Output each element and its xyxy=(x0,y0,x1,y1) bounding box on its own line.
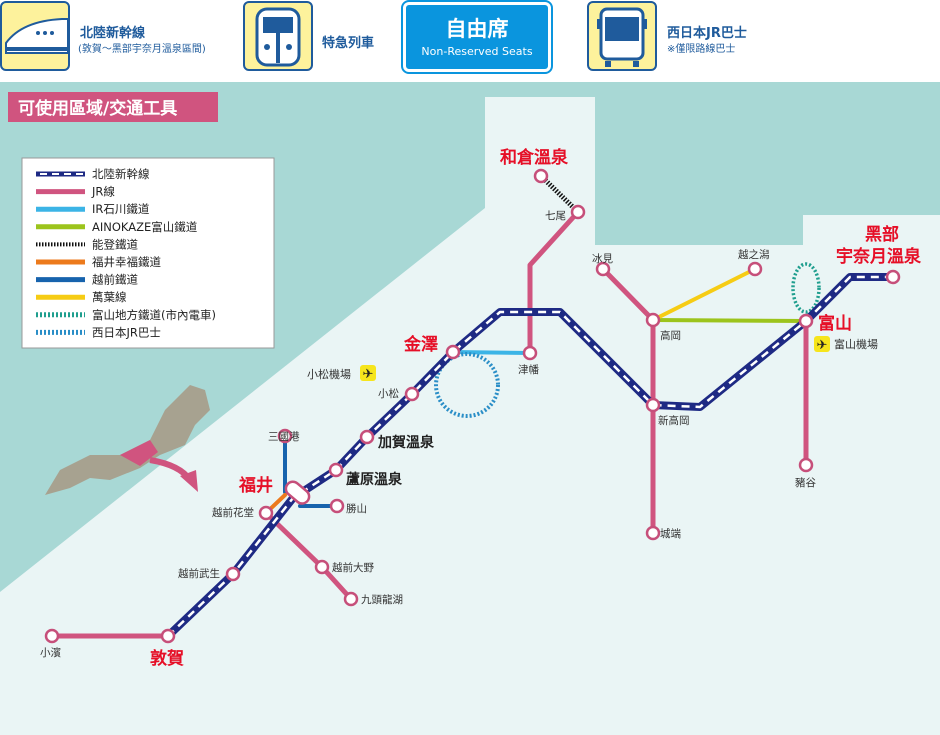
legend-label: 北陸新幹線 xyxy=(92,167,150,181)
bus-icon xyxy=(587,1,657,71)
map-title-bg xyxy=(8,92,218,122)
station-obama[interactable] xyxy=(44,628,60,644)
legend-label: JR線 xyxy=(91,185,115,199)
label-tsubata: 津幡 xyxy=(518,363,539,376)
station-koshinokata[interactable] xyxy=(747,261,763,277)
legend-label: 能登鐵道 xyxy=(92,237,138,251)
label-komatsu: 小松 xyxy=(378,387,399,400)
toyama-tram-loop xyxy=(791,262,821,314)
airplane-icon: ✈ xyxy=(817,338,828,353)
label-tsuruga: 敦賀 xyxy=(150,648,184,669)
limited-express-label: 特急列車 xyxy=(322,36,375,51)
station-tsubata[interactable] xyxy=(522,345,538,361)
legend-label: 富山地方鐵道(市內電車) xyxy=(92,308,216,322)
label-mikuni: 三國港 xyxy=(268,431,300,443)
station-johana[interactable] xyxy=(645,525,661,541)
label-koshinokata: 越之潟 xyxy=(738,248,770,261)
label-hanando: 越前花堂 xyxy=(212,506,254,519)
legend-label: AINOKAZE富山鐵道 xyxy=(92,220,198,234)
bus-note: ※僅限路線巴士 xyxy=(667,44,736,55)
station-katsuyama[interactable] xyxy=(329,498,345,514)
station-toyama[interactable] xyxy=(798,313,814,329)
shinkansen-line-dashes xyxy=(167,275,893,637)
ainokaze-line xyxy=(651,318,808,323)
station-himi[interactable] xyxy=(595,261,611,277)
jr-nanao-line xyxy=(527,209,581,356)
shinkansen-note: (敦賀～黑部宇奈月溫泉區間) xyxy=(78,44,206,55)
toyama-airport-icon xyxy=(814,336,830,352)
label-takaoka: 高岡 xyxy=(660,329,681,342)
label-komatsu-airport: 小松機場 xyxy=(307,367,351,381)
jr-bus-route xyxy=(434,352,500,418)
station-shintakaoka[interactable] xyxy=(645,397,661,413)
station-kaga[interactable] xyxy=(359,429,375,445)
legend-label: 越前鐵道 xyxy=(92,273,138,287)
station-komatsu[interactable] xyxy=(404,386,420,402)
legend-label: 福井幸福鐵道 xyxy=(92,255,161,269)
station-mikuni[interactable] xyxy=(277,428,293,444)
station-awara[interactable] xyxy=(328,462,344,478)
limited-express-icon xyxy=(243,1,313,71)
map-title: 可使用區域/交通工具 xyxy=(18,98,177,119)
japan-inset xyxy=(45,385,210,495)
shinkansen-icon xyxy=(0,1,70,71)
ir-ishikawa-line xyxy=(451,350,532,355)
header: 北陸新幹線 (敦賀～黑部宇奈月溫泉區間) 特急列車 自由席 Non-Reserv… xyxy=(0,0,940,82)
label-shintakaoka: 新高岡 xyxy=(658,414,690,427)
shinkansen-label: 北陸新幹線 xyxy=(80,26,146,41)
legend-label: IR石川鐵道 xyxy=(92,202,150,216)
legend-label: 西日本JR巴士 xyxy=(92,325,161,339)
station-kuzuryu[interactable] xyxy=(343,591,359,607)
airplane-icon: ✈ xyxy=(363,367,374,382)
label-kurobe-1: 黑部 xyxy=(865,224,899,245)
label-awara: 蘆原溫泉 xyxy=(346,471,403,488)
label-takefu: 越前武生 xyxy=(178,567,220,580)
label-kaga: 加賀溫泉 xyxy=(377,434,435,451)
label-fukui: 福井 xyxy=(238,475,273,496)
hokuriku-highlight xyxy=(120,440,158,466)
label-inotani: 豬谷 xyxy=(795,476,816,489)
manyo-line xyxy=(651,267,757,322)
label-himi: 冰見 xyxy=(592,252,613,265)
label-toyama: 富山 xyxy=(818,313,852,334)
station-hanando[interactable] xyxy=(258,505,274,521)
label-nanao: 七尾 xyxy=(545,210,566,222)
station-takaoka[interactable] xyxy=(645,312,661,328)
label-kanazawa: 金澤 xyxy=(403,334,438,355)
label-obama: 小濱 xyxy=(40,646,61,659)
legend-label: 萬葉線 xyxy=(92,290,127,304)
komatsu-airport-icon xyxy=(360,365,376,381)
seat-subtitle: Non-Reserved Seats xyxy=(421,45,533,58)
label-wakura: 和倉溫泉 xyxy=(500,147,569,168)
label-johana: 城端 xyxy=(660,527,681,540)
station-nanao[interactable] xyxy=(570,204,586,220)
non-reserved-seat-badge: 自由席 Non-Reserved Seats xyxy=(401,0,553,74)
pointer-arrowhead xyxy=(180,470,198,492)
noto-line xyxy=(539,174,580,214)
route-map: 可使用區域/交通工具 北陸新幹線 JR線 IR石川鐵道 AINOKAZE富山鐵道能登鐵… xyxy=(0,82,940,735)
station-fukui[interactable] xyxy=(283,479,312,506)
label-toyama-airport: 富山機場 xyxy=(834,337,878,351)
station-kurobe[interactable] xyxy=(885,269,901,285)
label-ono: 越前大野 xyxy=(332,561,374,574)
label-kurobe-2: 宇奈月溫泉 xyxy=(836,246,922,267)
legend: 北陸新幹線 JR線 IR石川鐵道 AINOKAZE富山鐵道能登鐵道福井幸福鐵道越前鐵道… xyxy=(21,157,275,349)
seat-title: 自由席 xyxy=(445,17,509,41)
station-kanazawa[interactable] xyxy=(445,344,461,360)
label-katsuyama: 勝山 xyxy=(346,502,367,515)
station-inotani[interactable] xyxy=(798,457,814,473)
bus-label: 西日本JR巴士 xyxy=(667,26,747,41)
station-ono[interactable] xyxy=(314,559,330,575)
station-wakura[interactable] xyxy=(533,168,549,184)
station-tsuruga[interactable] xyxy=(160,628,176,644)
label-kuzuryu: 九頭龍湖 xyxy=(361,593,403,606)
station-takefu[interactable] xyxy=(225,566,241,582)
